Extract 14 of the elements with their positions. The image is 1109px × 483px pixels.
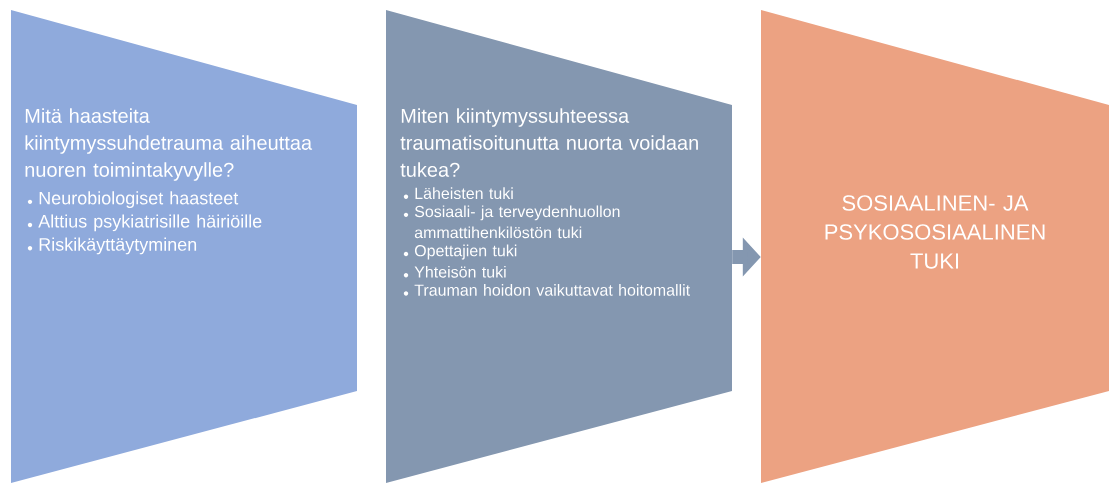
list-item: Trauman hoidon vaikuttavat hoitomallit [403, 284, 690, 296]
trapezoid-panel [761, 10, 1109, 483]
list-item: Neurobiologiset haasteet [27, 191, 239, 208]
list-item: Sosiaali- ja terveydenhuollon ammattihenkilöstön tuki [403, 205, 620, 239]
list-item: Läheisten tuki [403, 187, 513, 200]
heading: Mitä haasteita kiintymyssuhdetrauma aiheuttaa nuoren toimintakyvylle? [25, 108, 313, 181]
list-item: Opettajien tuki [403, 244, 517, 260]
trapezoid-panel [386, 10, 732, 483]
list-item: Yhteisön tuki [403, 265, 506, 278]
heading: Miten kiintymyssuhteessa traumatisoitunutta nuorta voidaan tukea? [400, 108, 698, 177]
heading: SOSIAALINEN- JA PSYKOSOSIAALINEN TUKI [825, 195, 1045, 269]
list-item: Riskikäyttäytyminen [27, 237, 197, 255]
trapezoid-panel [11, 10, 357, 483]
list-item: Alttius psykiatrisille häiriöille [27, 214, 262, 232]
